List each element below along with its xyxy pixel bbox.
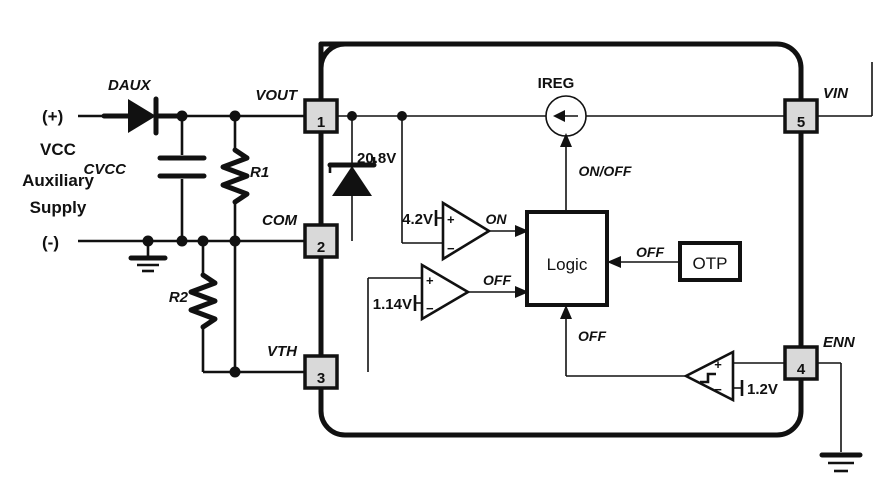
junction-dot <box>142 235 154 247</box>
supply-name-line3: Supply <box>30 198 87 217</box>
r2-resistor-body <box>188 272 218 330</box>
daux-label: DAUX <box>108 77 151 94</box>
supply-minus-terminal-label: (-) <box>42 233 59 252</box>
logic-block-label: Logic <box>547 255 588 274</box>
pin-label-vout: VOUT <box>255 87 299 104</box>
comparator-1v14 <box>420 262 471 322</box>
pin-box-2[interactable] <box>303 223 339 259</box>
pin-label-com: COM <box>262 212 298 229</box>
otp-block <box>678 241 742 282</box>
ref-1v14-label: 1.14V <box>373 296 412 313</box>
ireg-arrow-head <box>553 110 565 122</box>
pin-box-4[interactable] <box>783 345 819 381</box>
arrowhead-off-otp <box>607 256 621 268</box>
signal-off-enn-label: OFF <box>578 328 606 344</box>
zener-voltage-label: 20.8V <box>357 150 396 167</box>
pin-label-enn: ENN <box>823 334 856 351</box>
pin-number-1: 1 <box>317 114 325 131</box>
comparator-1v2-enn <box>683 349 735 403</box>
arrowhead-off-enn <box>560 305 572 319</box>
pin-number-2: 2 <box>317 239 325 256</box>
signal-off-otp-label: OFF <box>636 244 664 260</box>
arrowhead-onoff <box>560 133 572 147</box>
daux-diode-triangle <box>128 99 156 133</box>
ireg-label: IREG <box>538 75 575 92</box>
comparator-4v2-plus: + <box>447 212 455 227</box>
otp-block-label: OTP <box>693 254 728 273</box>
junction-dot <box>229 110 241 122</box>
junction-dot <box>347 111 357 121</box>
pin-label-vin: VIN <box>823 85 849 102</box>
hysteresis-icon <box>700 372 716 384</box>
r1-resistor-body <box>220 147 250 205</box>
comparator-4v2 <box>441 200 492 262</box>
comparator-4v2-minus: − <box>447 241 455 256</box>
ic-outline <box>318 41 804 438</box>
junction-dot <box>197 235 209 247</box>
supply-name-line1: VCC <box>40 140 76 159</box>
junction-dot <box>397 111 407 121</box>
junction-dot <box>229 366 241 378</box>
pin-number-3: 3 <box>317 370 325 387</box>
supply-plus-terminal-label: (+) <box>42 107 63 126</box>
logic-block <box>525 210 609 307</box>
ref-1v2-label: 1.2V <box>747 381 778 398</box>
ref-4v2-label: 4.2V <box>402 211 433 228</box>
signal-on-label: ON <box>486 211 508 227</box>
arrowhead-on <box>515 225 529 237</box>
cvcc-label: CVCC <box>83 161 127 178</box>
signal-off-comp-label: OFF <box>483 272 511 288</box>
pin-box-5[interactable] <box>783 98 819 134</box>
pin-number-4: 4 <box>797 361 806 378</box>
zener-bar-hooks <box>328 157 376 173</box>
zener-triangle <box>332 166 372 196</box>
junction-dot <box>229 235 241 247</box>
signal-onoff-label: ON/OFF <box>579 163 632 179</box>
pin-box-1[interactable] <box>303 98 339 134</box>
comparator-1v2-plus: + <box>714 357 722 372</box>
r2-label: R2 <box>169 289 189 306</box>
arrowhead-off <box>515 286 529 298</box>
junction-dot <box>176 235 188 247</box>
pin-label-vth: VTH <box>267 343 298 360</box>
supply-name-line2: Auxiliary <box>22 171 94 190</box>
comparator-1v14-minus: − <box>426 301 434 316</box>
pin-number-5: 5 <box>797 114 805 131</box>
pin-box-3[interactable] <box>303 354 339 390</box>
comparator-1v14-plus: + <box>426 273 434 288</box>
r1-label: R1 <box>250 164 269 181</box>
comparator-1v2-minus: − <box>714 382 722 397</box>
junction-dot <box>176 110 188 122</box>
